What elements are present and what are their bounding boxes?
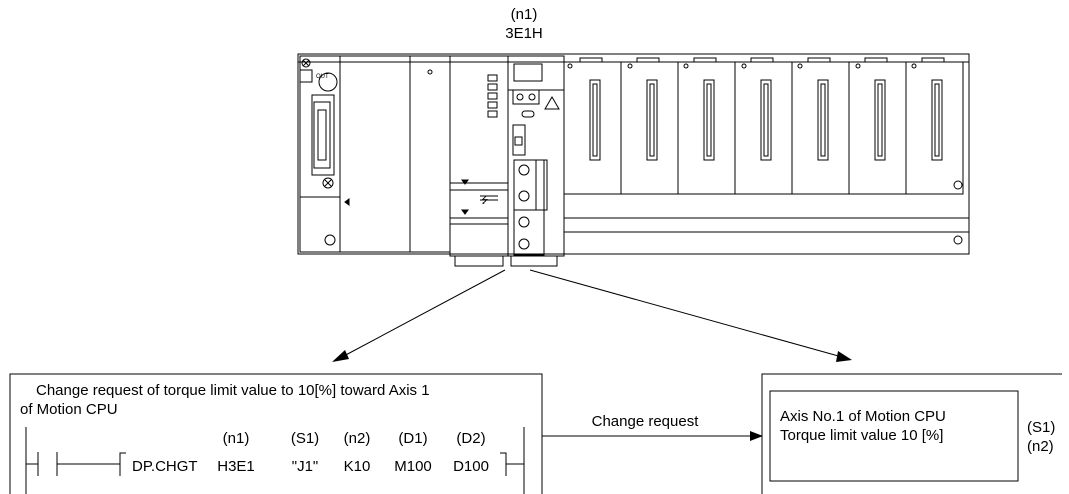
operand-header-n1: (n1) (223, 430, 250, 447)
warning-triangle-icon (544, 96, 560, 110)
io-slots (563, 57, 969, 245)
motion-cpu-box: Axis No.1 of Motion CPU Torque limit val… (761, 373, 1062, 494)
axis-info-line1: Axis No.1 of Motion CPU (780, 408, 946, 425)
arrow-to-program (332, 269, 506, 362)
program-description-line2: of Motion CPU (20, 401, 118, 418)
instruction-mnemonic: DP.CHGT (132, 458, 198, 475)
device-tag-n2: (n2) (1027, 438, 1054, 455)
change-request-label: Change request (592, 413, 700, 430)
screw-icon (953, 235, 963, 245)
program-description-line1: Change request of torque limit value to … (36, 382, 430, 399)
operand-header-d1: (D1) (398, 430, 427, 447)
operand-d1: M100 (394, 458, 432, 475)
arrow-to-motion-cpu (529, 269, 852, 362)
screw-icon (301, 58, 311, 68)
axis-info-box (769, 390, 1019, 482)
plc-rack (297, 53, 970, 267)
power-supply-module (299, 55, 341, 253)
module-io-label: 3E1H (505, 25, 543, 42)
module-arg-label: (n1) (511, 6, 538, 23)
change-request-arrow (542, 431, 763, 441)
operand-d2: D100 (453, 458, 489, 475)
device-tag-s1: (S1) (1027, 419, 1055, 436)
operand-header-d2: (D2) (456, 430, 485, 447)
operand-header-s1: (S1) (291, 430, 319, 447)
operand-n2: K10 (344, 458, 371, 475)
motion-cpu-module (507, 55, 565, 267)
axis-info-line2: Torque limit value 10 [%] (780, 427, 943, 444)
screw-icon (324, 234, 336, 246)
out-connector-icon (318, 72, 338, 92)
operand-header-n2: (n2) (344, 430, 371, 447)
usb-icon: ⭍ (481, 195, 489, 206)
display-panel (513, 63, 543, 82)
rack-base (297, 53, 970, 255)
screw-icon (322, 177, 334, 189)
screw-icon (953, 180, 963, 190)
operand-n1: H3E1 (217, 458, 255, 475)
operand-s1: "J1" (292, 458, 319, 475)
program-box: Change request of torque limit value to … (9, 373, 543, 494)
out-label: OUT (316, 74, 329, 80)
